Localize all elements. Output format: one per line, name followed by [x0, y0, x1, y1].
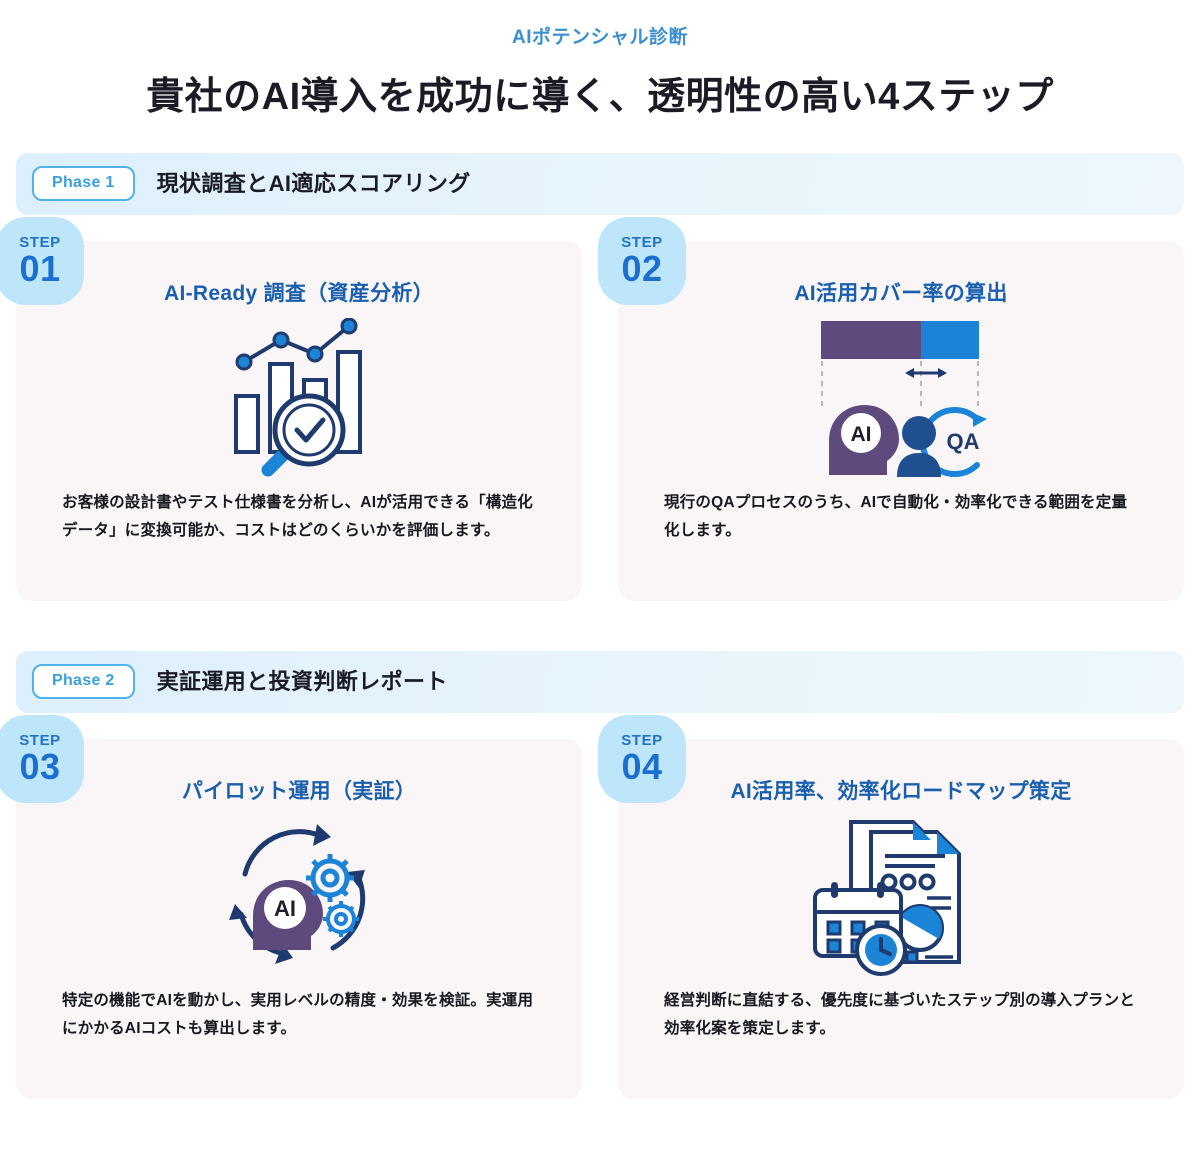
step-title-03: パイロット運用（実証） [181, 779, 417, 803]
step-badge-label: STEP [621, 233, 663, 251]
qa-label: QA [947, 429, 980, 454]
step-card-03[interactable]: STEP 03 パイロット運用（実証） AI [0, 714, 582, 1099]
steps-row-phase-1: STEP 01 AI-Ready 調査（資産分析） [0, 216, 1200, 601]
ai-label: AI [851, 423, 872, 446]
step-badge-label: STEP [19, 233, 61, 251]
step-description-03: 特定の機能でAIを動かし、実用レベルの精度・効果を検証。実運用にかかるAIコスト… [62, 991, 534, 1038]
step-badge-02: STEP 02 [598, 216, 686, 305]
step-card-02[interactable]: STEP 02 AI活用カバー率の算出 [598, 216, 1184, 601]
step-badge-03: STEP 03 [0, 714, 84, 803]
step-title-02: AI活用カバー率の算出 [794, 281, 1008, 305]
step-badge-number: 04 [621, 745, 663, 787]
phase-bar-1: Phase 1 現状調査とAI適応スコアリング [16, 152, 1184, 215]
phase-title-2: 実証運用と投資判断レポート [156, 668, 448, 694]
step-badge-label: STEP [621, 731, 663, 749]
step-description-02: 現行のQAプロセスのうち、AIで自動化・効率化できる範囲を定量化します。 [664, 493, 1128, 540]
phase-chip-1: Phase 1 [32, 166, 135, 202]
step-badge-number: 01 [19, 247, 61, 289]
coverage-bar-ai-head-qa-icon: AI QA [664, 313, 1138, 483]
phase-title-1: 現状調査とAI適応スコアリング [156, 170, 471, 196]
step-badge-label: STEP [19, 731, 61, 749]
ai-label: AI [274, 896, 296, 921]
step-card-01[interactable]: STEP 01 AI-Ready 調査（資産分析） [0, 216, 582, 601]
page-title: 貴社のAI導入を成功に導く、透明性の高い4ステップ [146, 76, 1054, 118]
eyebrow-heading: AIポテンシャル診断 [511, 27, 688, 48]
step-title-01: AI-Ready 調査（資産分析） [164, 281, 434, 305]
step-card-04[interactable]: STEP 04 AI活用率、効率化ロードマップ策定 [598, 714, 1184, 1099]
steps-row-phase-2: STEP 03 パイロット運用（実証） AI [0, 714, 1200, 1099]
step-badge-04: STEP 04 [598, 714, 686, 803]
step-badge-number: 03 [19, 745, 61, 787]
bar-chart-magnifier-check-icon [62, 313, 536, 483]
ai-head-gears-cycle-icon: AI [62, 811, 536, 981]
phase-bar-2: Phase 2 実証運用と投資判断レポート [16, 650, 1184, 713]
step-description-01: お客様の設計書やテスト仕様書を分析し、AIが活用できる「構造化データ」に変換可能… [62, 493, 533, 540]
phase-chip-2: Phase 2 [32, 664, 135, 700]
step-badge-01: STEP 01 [0, 216, 84, 305]
step-badge-number: 02 [621, 247, 663, 289]
report-calendar-clock-icon [664, 811, 1138, 981]
step-title-04: AI活用率、効率化ロードマップ策定 [730, 779, 1072, 803]
step-description-04: 経営判断に直結する、優先度に基づいたステップ別の導入プランと効率化案を策定します… [664, 991, 1136, 1038]
